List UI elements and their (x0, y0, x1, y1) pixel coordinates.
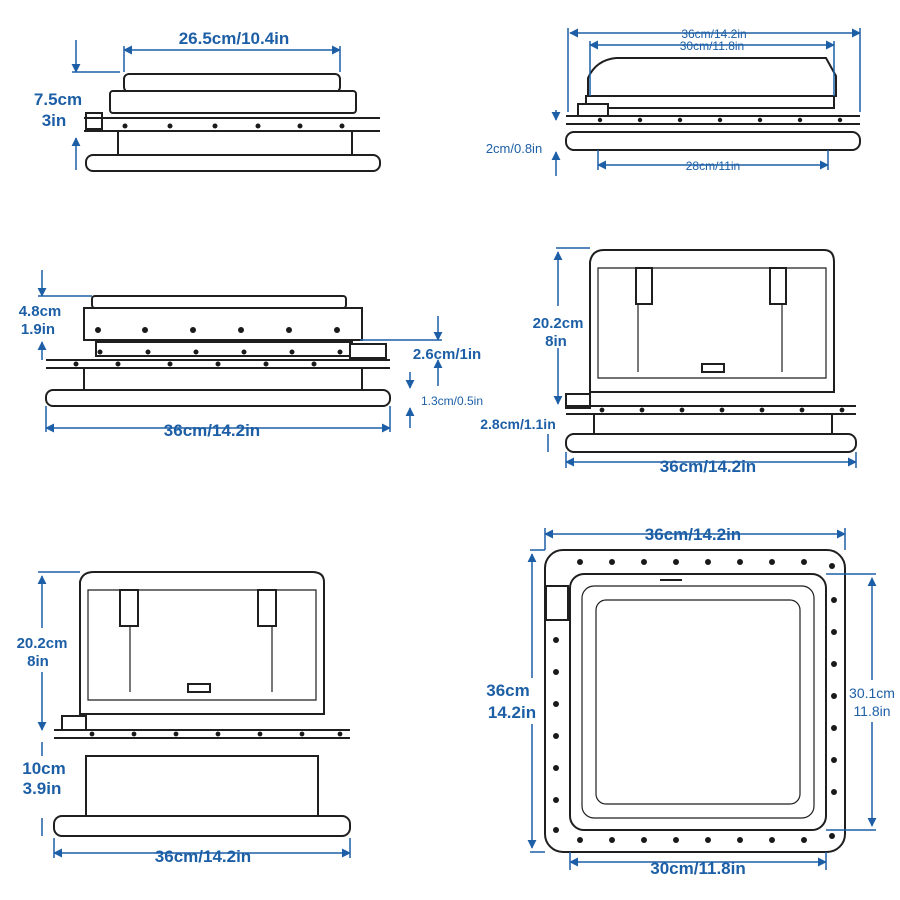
top-width-dimension: 36cm/14.2in (544, 525, 846, 550)
bottom-width-dimension: 28cm/11in (597, 150, 829, 173)
open-height-dimension-2: 20.2cm 8in (17, 571, 80, 731)
bottom-width-dimension-2: 30cm/11.8in (569, 852, 827, 878)
top-height-label-in: 1.9in (21, 321, 55, 338)
flange-thickness-label: 1.3cm/0.5in (421, 394, 483, 408)
open-height-label-in: 8in (545, 333, 567, 350)
view-top-left: 26.5cm/10.4in 7.5cm 3in (34, 29, 381, 172)
view-bottom-right: 36cm/14.2in 36cm 14.2in 30.1cm 11.8in 30… (486, 525, 895, 878)
vent-closed-side-drawing (84, 73, 381, 172)
right-height-label-in: 11.8in (853, 703, 890, 719)
vent-open-side-drawing (565, 249, 857, 453)
inner-width-label: 30cm/11.8in (680, 39, 744, 53)
shaft-depth-label-cm: 10cm (22, 759, 65, 778)
frame-height-dimension: 2.6cm/1in (360, 316, 481, 386)
width-label-4: 36cm/14.2in (155, 847, 251, 866)
width-dimension: 26.5cm/10.4in (123, 29, 341, 72)
width-label-2: 36cm/14.2in (164, 421, 260, 440)
height-label-cm: 7.5cm (34, 90, 82, 109)
outer-width-label: 36cm/14.2in (681, 27, 746, 41)
vent-top-down-drawing (544, 549, 846, 853)
width-dimension-4: 36cm/14.2in (53, 838, 351, 866)
left-height-label-in: 14.2in (488, 703, 536, 722)
shaft-depth-label-in: 3.9in (23, 779, 62, 798)
shaft-depth-dimension: 10cm 3.9in (22, 742, 66, 836)
view-bottom-left: 20.2cm 8in 10cm 3.9in 36cm/14.2in (17, 571, 351, 866)
view-top-right: 36cm/14.2in 30cm/11.8in 2cm/0.8in 28cm/1… (486, 27, 861, 176)
base-flange-dimension: 2.8cm/1.1in (480, 416, 556, 452)
top-width-label: 36cm/14.2in (645, 525, 741, 544)
open-height-dimension: 20.2cm 8in (533, 247, 590, 405)
base-flange-label: 2.8cm/1.1in (480, 416, 556, 432)
top-height-label-cm: 4.8cm (19, 303, 62, 320)
inner-width-dimension: 30cm/11.8in (589, 39, 835, 96)
open-height-label-in-2: 8in (27, 653, 49, 670)
height-dimension: 7.5cm 3in (34, 40, 120, 170)
height-label-in: 3in (42, 111, 67, 130)
vent-frame-side-drawing (45, 295, 391, 407)
right-height-label-cm: 30.1cm (849, 685, 895, 701)
bottom-width-label: 28cm/11in (686, 159, 740, 173)
left-height-label-cm: 36cm (486, 681, 529, 700)
right-height-dimension: 30.1cm 11.8in (826, 573, 895, 831)
flange-height-dimension: 2cm/0.8in (486, 110, 561, 176)
open-height-label-cm: 20.2cm (533, 315, 584, 332)
open-height-label-cm-2: 20.2cm (17, 635, 68, 652)
width-dimension-3: 36cm/14.2in (565, 452, 857, 476)
outer-width-dimension: 36cm/14.2in (567, 27, 861, 112)
left-height-dimension: 36cm 14.2in (486, 549, 545, 853)
bottom-width-label-2: 30cm/11.8in (650, 859, 745, 878)
view-middle-left: 4.8cm 1.9in 2.6cm/1in 1.3cm/0.5in 36cm/1… (19, 270, 483, 440)
view-middle-right: 20.2cm 8in 2.8cm/1.1in 36cm/14.2in (480, 247, 857, 476)
width-dimension-2: 36cm/14.2in (45, 406, 391, 440)
vent-closed-side-drawing-2 (565, 57, 861, 151)
width-label: 26.5cm/10.4in (179, 29, 290, 48)
frame-height-label: 2.6cm/1in (413, 346, 481, 363)
vent-open-with-shaft-drawing (53, 571, 351, 837)
top-height-dimension: 4.8cm 1.9in (19, 270, 92, 360)
width-label-3: 36cm/14.2in (660, 457, 756, 476)
flange-thickness-dimension: 1.3cm/0.5in (405, 372, 483, 428)
flange-label: 2cm/0.8in (486, 141, 542, 156)
